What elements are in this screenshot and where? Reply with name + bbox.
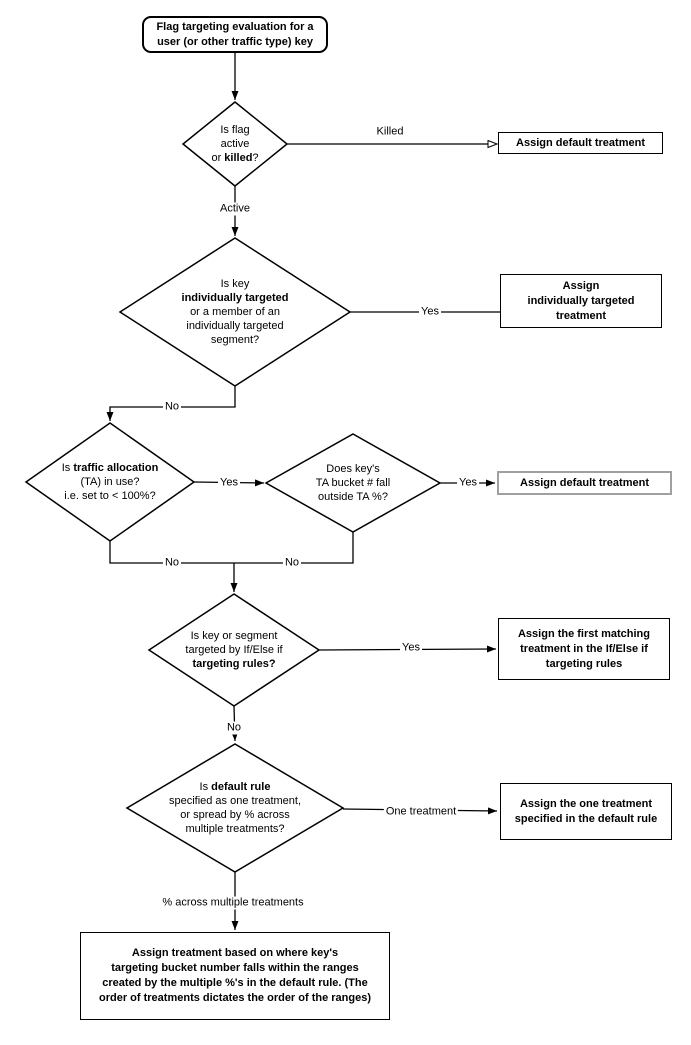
edge-no-ta-merge xyxy=(109,541,234,564)
edge-label-yes-individual: Yes xyxy=(419,305,441,319)
assign-individually-targeted-treatment-box: Assign individually targeted treatment xyxy=(500,274,662,328)
edge-label-yes-rules: Yes xyxy=(400,641,422,655)
ta-bucket-decision-diamond xyxy=(264,433,442,533)
traffic-allocation-decision-diamond xyxy=(24,422,196,542)
flag-active-decision-diamond xyxy=(181,101,289,187)
assign-one-treatment-box: Assign the one treatment specified in th… xyxy=(500,783,672,840)
assign-default-treatment-box-ta: Assign default treatment xyxy=(497,471,672,495)
assign-default-treatment-box-killed: Assign default treatment xyxy=(498,132,663,154)
edge-label-no-bucket: No xyxy=(282,556,302,570)
targeting-rules-decision-diamond xyxy=(147,593,321,707)
edge-label-killed: Killed xyxy=(374,125,406,139)
traffic-allocation-decision-label: Is traffic allocation (TA) in use? i.e. … xyxy=(61,462,159,502)
edge-label-no-ta: No xyxy=(162,556,182,570)
edge-label-one-treatment: One treatment xyxy=(383,805,459,819)
individually-targeted-decision-diamond xyxy=(118,237,352,387)
start-node-text: Flag targeting evaluation for a xyxy=(156,20,314,33)
targeting-rules-decision-label: Is key or segment targeted by If/Else if… xyxy=(185,630,283,670)
default-rule-decision-diamond xyxy=(125,743,345,873)
default-rule-decision-label: Is default rule specified as one treatme… xyxy=(168,781,302,835)
edge-label-yes-ta: Yes xyxy=(218,476,240,490)
assign-first-matching-treatment-box: Assign the first matching treatment in t… xyxy=(498,618,670,680)
edge-label-percent-across: % across multiple treatments xyxy=(160,896,306,910)
ta-bucket-decision-label: Does key's TA bucket # fall outside TA %… xyxy=(315,463,391,503)
start-node: Flag targeting evaluation for a user (or… xyxy=(142,16,328,53)
edge-label-no-rules: No xyxy=(224,721,244,735)
flag-active-decision-label: Is flag active or killed? xyxy=(211,124,259,164)
edge-label-no-individual: No xyxy=(162,400,182,414)
individually-targeted-decision-label: Is key individually targeted or a member… xyxy=(181,278,289,346)
edge-label-yes-bucket: Yes xyxy=(457,476,479,490)
start-node-text: user (or other traffic type) key xyxy=(157,35,313,48)
edge-no-bucket-merge xyxy=(234,532,354,564)
assign-treatment-by-ranges-box: Assign treatment based on where key's ta… xyxy=(80,932,390,1020)
edge-label-active: Active xyxy=(218,202,252,216)
